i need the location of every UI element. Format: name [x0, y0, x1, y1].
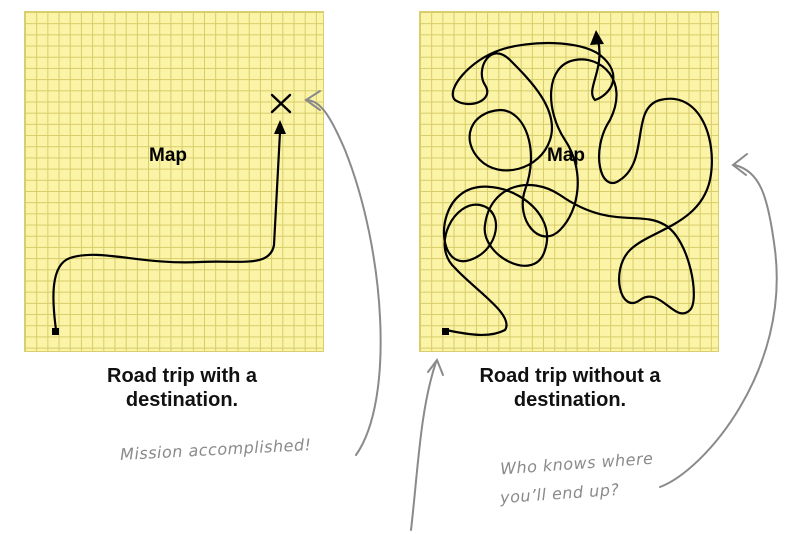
map-label: Map [149, 145, 187, 166]
bottom-arrowhead [427, 357, 444, 376]
caption-line: destination. [513, 389, 627, 411]
right-caption: Road trip without a destination. [420, 364, 720, 412]
route-arrowhead [274, 120, 286, 134]
start-square-icon [52, 328, 59, 335]
mission-arrowhead [304, 90, 321, 111]
who-arrowhead [731, 153, 748, 176]
direct-route-path [52, 130, 282, 332]
x-mark-icon [270, 93, 292, 114]
caption-line: destination. [125, 389, 239, 411]
map-with-destination: Map [24, 11, 324, 352]
start-square-icon [442, 328, 449, 335]
route-arrowhead [590, 30, 604, 45]
mission-annotation-arrow [305, 99, 382, 456]
caption-line: Road trip with a [107, 365, 257, 387]
caption-line: Road trip without a [479, 365, 661, 387]
wandering-route-path [442, 38, 713, 336]
who-annotation-arrow [659, 164, 778, 488]
left-caption: Road trip with a destination. [32, 364, 332, 412]
map-without-destination: Map [419, 11, 719, 352]
bottom-annotation-arrow [410, 361, 437, 531]
